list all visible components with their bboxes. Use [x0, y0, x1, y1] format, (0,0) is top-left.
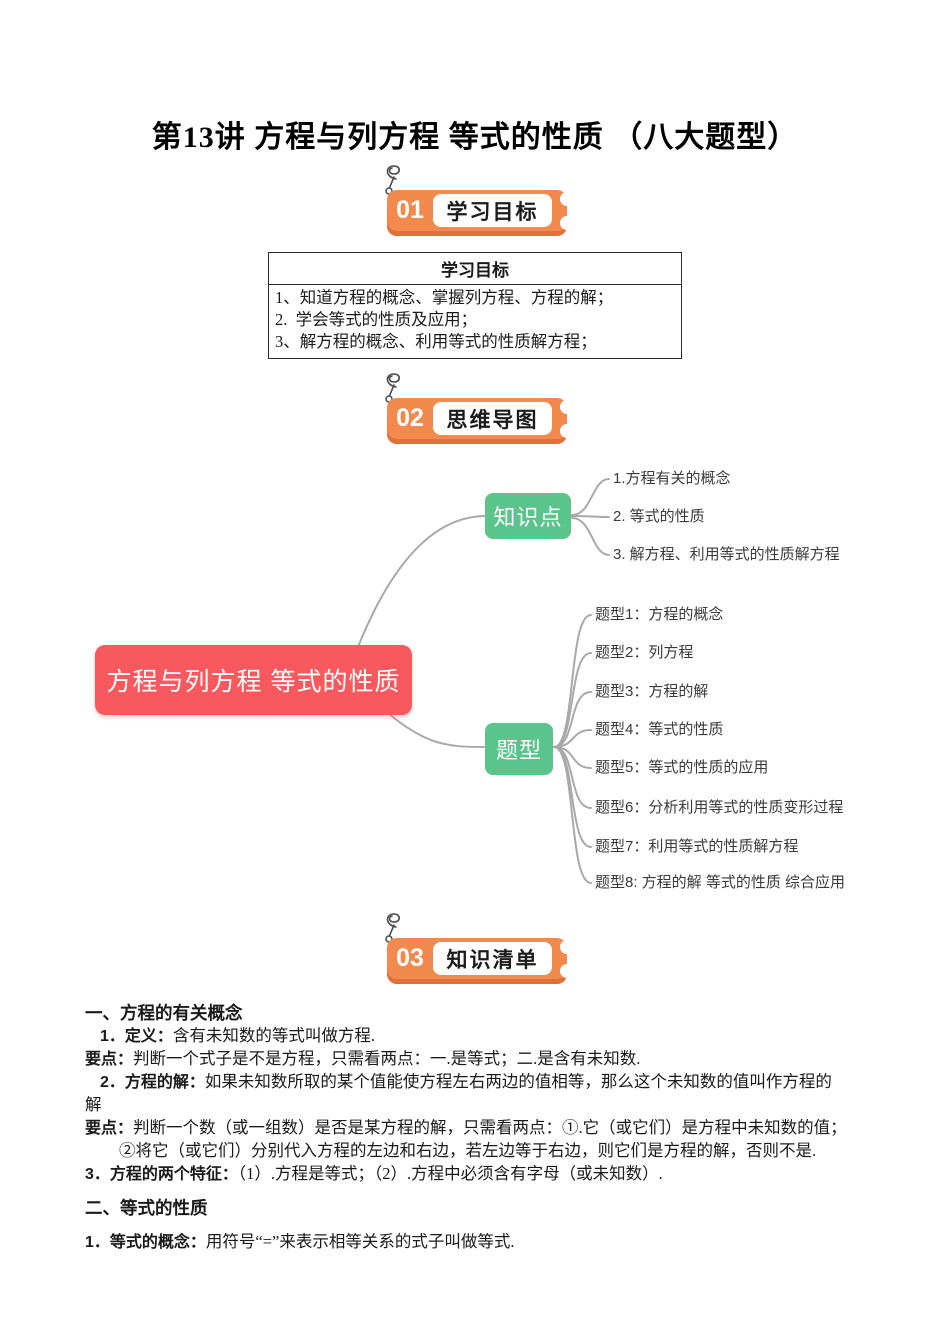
section-label-panel: 知识清单: [433, 942, 552, 975]
mindmap-connector-lines: [357, 478, 610, 884]
section-label: 知识清单: [446, 948, 539, 972]
goals-table-body: 1、知道方程的概念、掌握列方程、方程的解； 2. 学会等式的性质及应用； 3、解…: [268, 284, 682, 359]
mindmap-leaf-type-2: 题型2：列方程: [595, 644, 694, 661]
badge-notch: [560, 424, 567, 438]
section-label-panel: 思维导图: [433, 402, 552, 435]
badge-notch: [560, 400, 567, 414]
section-label-panel: 学习目标: [433, 194, 552, 227]
mindmap-leaf-type-1: 题型1：方程的概念: [595, 606, 724, 623]
knowledge-line-keypoint-2: 要点：判断一个数（或一组数）是否是某方程的解，只需看两点：①.它（或它们）是方程…: [85, 1118, 847, 1137]
mindmap-branch-types: 题型: [485, 723, 553, 775]
section-label: 学习目标: [446, 200, 539, 224]
page-title: 第13讲 方程与列方程 等式的性质 （八大题型）: [151, 121, 799, 154]
section-badge-03: 03 知识清单: [385, 913, 567, 984]
section-badge-body: 02 思维导图: [387, 398, 567, 444]
mindmap-leaf-knowledge-2: 2. 等式的性质: [613, 508, 705, 525]
mindmap-leaf-type-5: 题型5：等式的性质的应用: [595, 759, 769, 776]
knowledge-section: 一、方程的有关概念 1．定义：含有未知数的等式叫做方程. 要点：判断一个式子是不…: [85, 1002, 880, 1254]
mindmap: 方程与列方程 等式的性质 知识点 题型 1.方程有关的概念 2. 等式的性质 3…: [0, 455, 950, 930]
knowledge-line-keypoint-1: 要点：判断一个式子是不是方程，只需看两点：一.是等式；二.是含有未知数.: [85, 1049, 641, 1068]
mindmap-leaf-type-7: 题型7：利用等式的性质解方程: [595, 838, 799, 855]
mindmap-leaf-knowledge-3: 3. 解方程、利用等式的性质解方程: [613, 546, 840, 563]
badge-notch: [560, 216, 567, 230]
goal-item-3: 3、解方程的概念、利用等式的性质解方程；: [275, 332, 597, 351]
section-badge-body: 01 学习目标: [387, 190, 567, 236]
badge-notch: [560, 964, 567, 978]
knowledge-heading-2: 二、等式的性质: [85, 1198, 208, 1218]
knowledge-heading-1: 一、方程的有关概念: [85, 1003, 243, 1023]
mindmap-root-node: 方程与列方程 等式的性质: [95, 645, 412, 715]
section-badge-02: 02 思维导图: [385, 373, 567, 444]
section-number: 01: [396, 196, 424, 224]
mindmap-leaf-type-8: 题型8: 方程的解 等式的性质 综合应用: [595, 874, 846, 891]
badge-notch: [560, 940, 567, 954]
mindmap-leaf-type-3: 题型3：方程的解: [595, 683, 709, 700]
section-number: 02: [396, 404, 424, 432]
mindmap-leaf-knowledge-1: 1.方程有关的概念: [613, 470, 731, 487]
knowledge-line-features: 3．方程的两个特征：（1）.方程是等式；（2）.方程中必须含有字母（或未知数）.: [85, 1164, 663, 1183]
mindmap-branch-knowledge: 知识点: [485, 493, 571, 539]
goal-item-1: 1、知道方程的概念、掌握列方程、方程的解；: [275, 288, 614, 307]
badge-notch: [560, 192, 567, 206]
knowledge-line-solution-wrap: 解: [85, 1095, 102, 1114]
knowledge-line-solution: 2．方程的解：如果未知数所取的某个值能使方程左右两边的值相等，那么这个未知数的值…: [100, 1072, 832, 1091]
section-number: 03: [396, 944, 424, 972]
knowledge-line-equality-concept: 1．等式的概念：用符号“=”来表示相等关系的式子叫做等式.: [85, 1232, 515, 1251]
goal-item-2: 2. 学会等式的性质及应用；: [275, 310, 478, 329]
learning-goals-table: 学习目标 1、知道方程的概念、掌握列方程、方程的解； 2. 学会等式的性质及应用…: [268, 252, 682, 359]
section-label: 思维导图: [446, 408, 539, 432]
goals-table-header: 学习目标: [268, 252, 682, 285]
knowledge-line-definition: 1．定义：含有未知数的等式叫做方程.: [100, 1026, 376, 1045]
mindmap-leaf-type-4: 题型4：等式的性质: [595, 721, 724, 738]
section-badge-01: 01 学习目标: [385, 165, 567, 236]
mindmap-leaf-type-6: 题型6：分析利用等式的性质变形过程: [595, 799, 844, 816]
knowledge-line-keypoint-2b: ②将它（或它们）分别代入方程的左边和右边，若左边等于右边，则它们是方程的解，否则…: [119, 1141, 817, 1160]
section-badge-body: 03 知识清单: [387, 938, 567, 984]
